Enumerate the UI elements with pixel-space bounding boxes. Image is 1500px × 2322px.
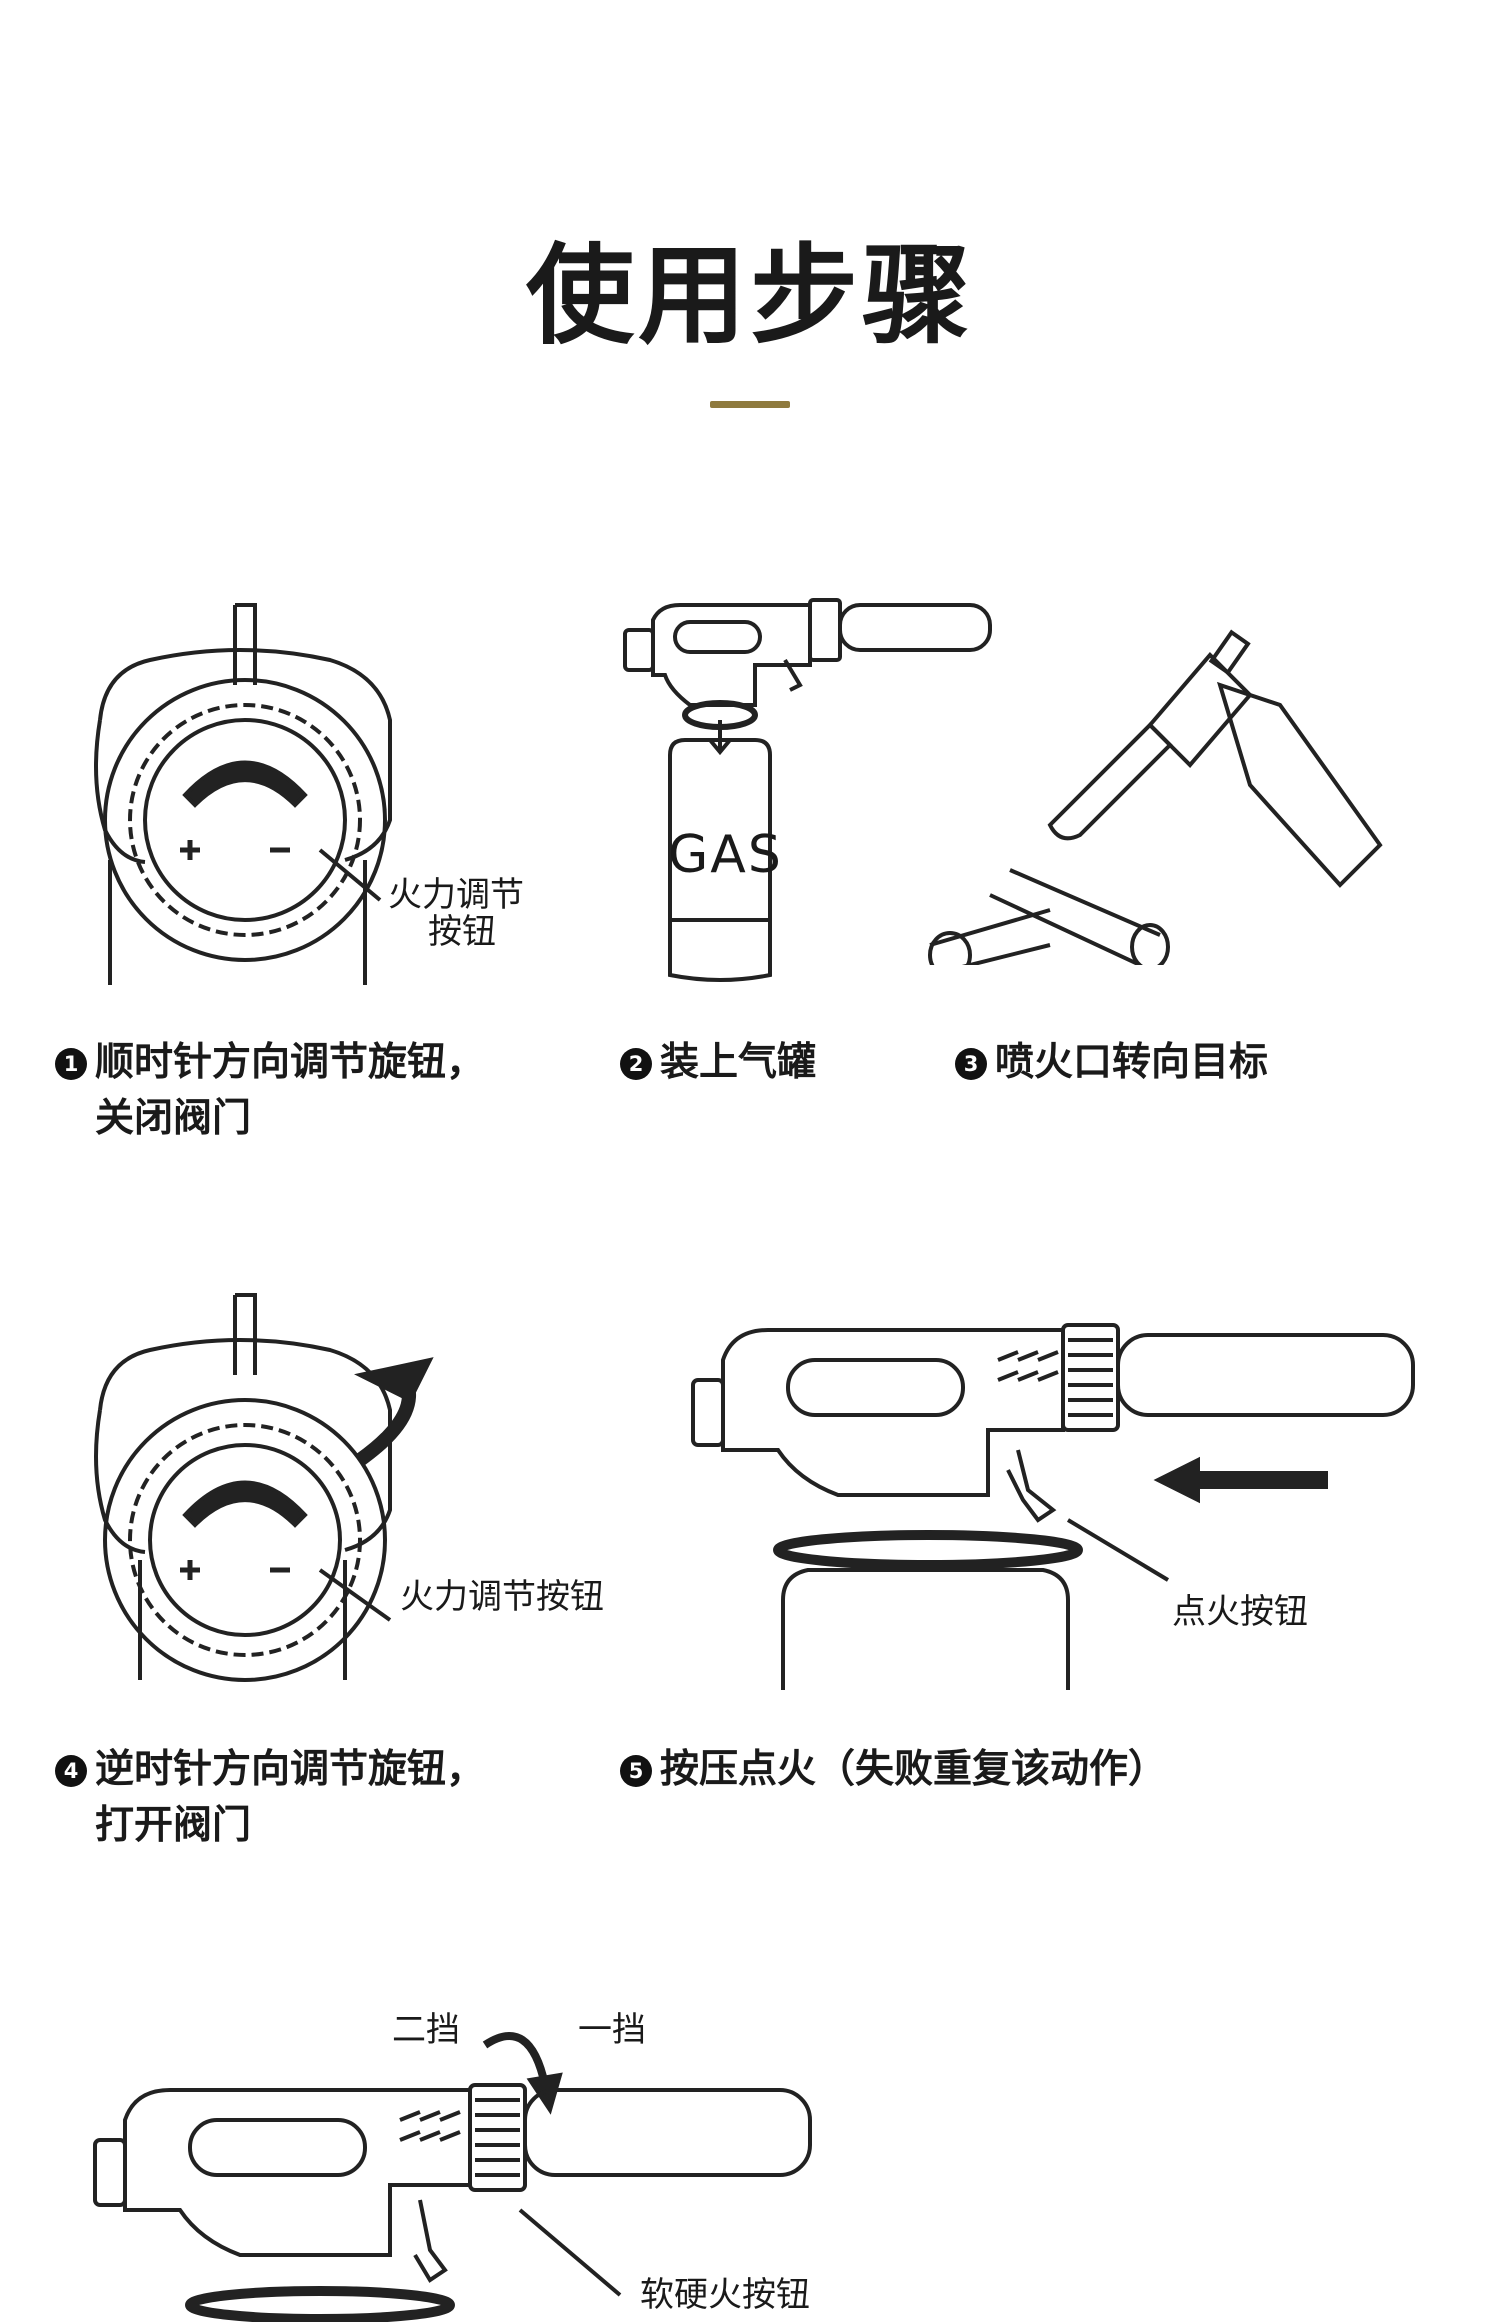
knob-label-a-line1: 火力调节 — [388, 875, 524, 915]
knob-illustration-2 — [90, 1290, 460, 1690]
step-4-number: 4 — [55, 1755, 87, 1787]
knob-label-b: 火力调节按钮 — [400, 1577, 604, 1617]
step-1-line2: 关闭阀门 — [95, 1096, 252, 1141]
gear-1-label: 一挡 — [578, 2010, 646, 2050]
step-5-number: 5 — [620, 1755, 652, 1787]
step-5-line1: 按压点火（失败重复该动作） — [660, 1747, 1168, 1792]
flame-switch-illustration — [90, 2010, 850, 2322]
flame-switch-label: 软硬火按钮 — [640, 2275, 810, 2315]
step-4-line1: 逆时针方向调节旋钮， — [95, 1747, 486, 1792]
ignite-illustration — [688, 1320, 1418, 1690]
knob-illustration-1 — [90, 600, 400, 985]
step-4-line2: 打开阀门 — [95, 1803, 252, 1848]
step-1-number: 1 — [55, 1048, 87, 1080]
step-3-line1: 喷火口转向目标 — [995, 1040, 1269, 1085]
page-title: 使用步骤 — [525, 234, 974, 359]
gas-text: GAS — [668, 825, 783, 885]
gear-2-label: 二挡 — [392, 2010, 460, 2050]
step-2-number: 2 — [620, 1048, 652, 1080]
gas-install-illustration — [620, 590, 1000, 990]
knob-label-a-line2: 按钮 — [428, 912, 496, 952]
step-2-line1: 装上气罐 — [660, 1040, 817, 1085]
ignite-label: 点火按钮 — [1172, 1592, 1308, 1632]
nozzle-target-illustration — [920, 625, 1400, 965]
title-underline — [710, 401, 790, 408]
step-1-line1: 顺时针方向调节旋钮， — [95, 1040, 486, 1085]
step-3-number: 3 — [955, 1048, 987, 1080]
